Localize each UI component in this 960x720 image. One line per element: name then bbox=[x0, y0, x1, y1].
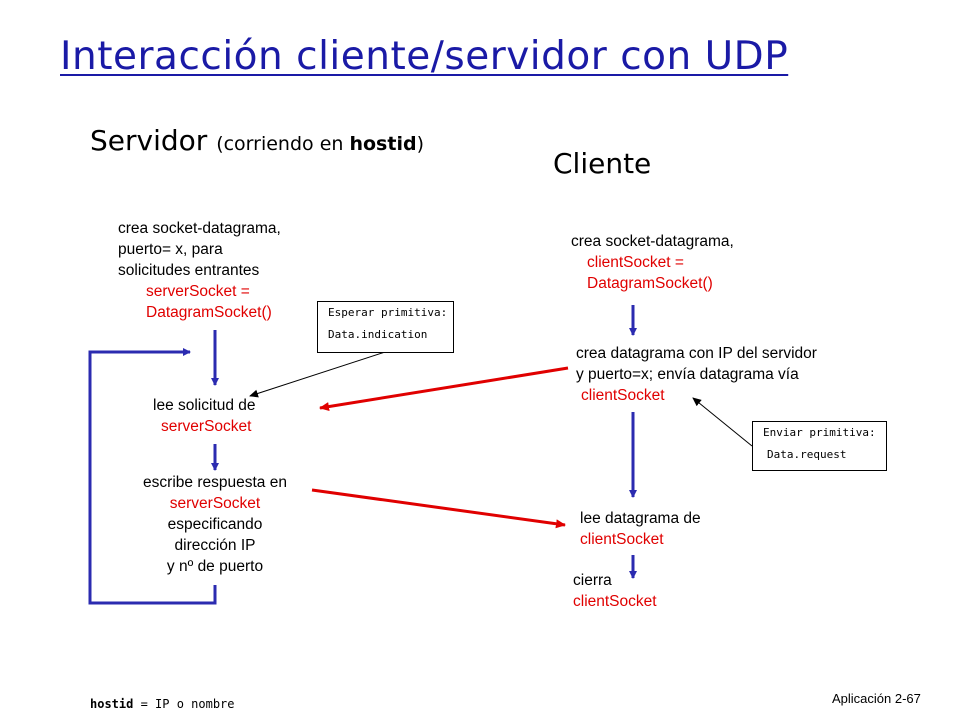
server-heading-note-prefix: (corriendo en bbox=[216, 133, 350, 155]
wait-note-line2: Data.indication bbox=[328, 328, 428, 341]
server-heading: Servidor (corriendo en hostid) bbox=[90, 124, 424, 157]
server-step2-code1: serverSocket bbox=[161, 418, 252, 435]
server-step-write-reply: escribe respuesta en serverSocket especi… bbox=[120, 472, 310, 577]
server-step1-line3: solicitudes entrantes bbox=[118, 262, 260, 279]
client-step1-code2: DatagramSocket() bbox=[587, 275, 713, 292]
hostid-footnote: hostid = IP o nombre bbox=[90, 697, 235, 711]
server-step-read-request: lee solicitud de serverSocket bbox=[153, 395, 256, 437]
send-primitive-note: Enviar primitiva: Data.request bbox=[752, 421, 887, 471]
client-step3-line1: lee datagrama de bbox=[580, 510, 701, 527]
server-loop-arrow bbox=[88, 348, 217, 605]
hostid-footnote-label: hostid bbox=[90, 697, 134, 711]
slide-number: Aplicación 2-67 bbox=[832, 691, 921, 706]
hostid-footnote-text: = IP o nombre bbox=[133, 697, 235, 711]
server-step1-code2: DatagramSocket() bbox=[146, 304, 272, 321]
server-step3-line3: dirección IP bbox=[174, 537, 256, 554]
server-step3-code1: serverSocket bbox=[169, 495, 261, 512]
client-step2-line1: crea datagrama con IP del servidor bbox=[576, 345, 817, 362]
client-step3-code1: clientSocket bbox=[580, 531, 664, 548]
server-step2-line1: lee solicitud de bbox=[153, 397, 256, 414]
request-message-arrow bbox=[319, 366, 569, 412]
server-step1-line2: puerto= x, para bbox=[118, 241, 223, 258]
client-step2-line2: y puerto=x; envía datagrama vía bbox=[576, 366, 799, 383]
server-step1-line1: crea socket-datagrama, bbox=[118, 220, 281, 237]
client-step-read-datagram: lee datagrama de clientSocket bbox=[580, 508, 701, 550]
server-heading-host: hostid bbox=[349, 133, 417, 155]
client-step1-line1: crea socket-datagrama, bbox=[571, 233, 734, 250]
client-step4-code1: clientSocket bbox=[573, 593, 657, 610]
client-step-send-datagram: crea datagrama con IP del servidor y pue… bbox=[576, 343, 817, 406]
client-step-close: cierra clientSocket bbox=[573, 570, 657, 612]
server-step1-code1: serverSocket = bbox=[146, 283, 250, 300]
wait-primitive-note: Esperar primitiva: Data.indication bbox=[317, 301, 454, 353]
send-note-pointer bbox=[692, 397, 753, 447]
server-step-create-socket: crea socket-datagrama, puerto= x, para s… bbox=[118, 218, 281, 323]
client-step1-code1: clientSocket = bbox=[587, 254, 684, 271]
client-heading: Cliente bbox=[553, 147, 652, 180]
wait-note-pointer bbox=[249, 351, 386, 398]
server-heading-note-suffix: ) bbox=[416, 133, 424, 155]
send-note-line1: Enviar primitiva: bbox=[763, 426, 876, 439]
server-step3-line2: especificando bbox=[167, 516, 263, 533]
server-step3-line4: y nº de puerto bbox=[166, 558, 264, 575]
server-step3-line1: escribe respuesta en bbox=[143, 474, 287, 491]
send-note-line2: Data.request bbox=[767, 448, 847, 461]
wait-note-line1: Esperar primitiva: bbox=[328, 306, 448, 319]
page-title: Interacción cliente/servidor con UDP bbox=[60, 34, 789, 79]
client-step2-code1: clientSocket bbox=[581, 387, 665, 404]
server-heading-label: Servidor bbox=[90, 124, 208, 157]
reply-message-arrow bbox=[311, 488, 566, 529]
client-step4-line1: cierra bbox=[573, 572, 612, 589]
client-step-create-socket: crea socket-datagrama, clientSocket = Da… bbox=[571, 231, 734, 294]
